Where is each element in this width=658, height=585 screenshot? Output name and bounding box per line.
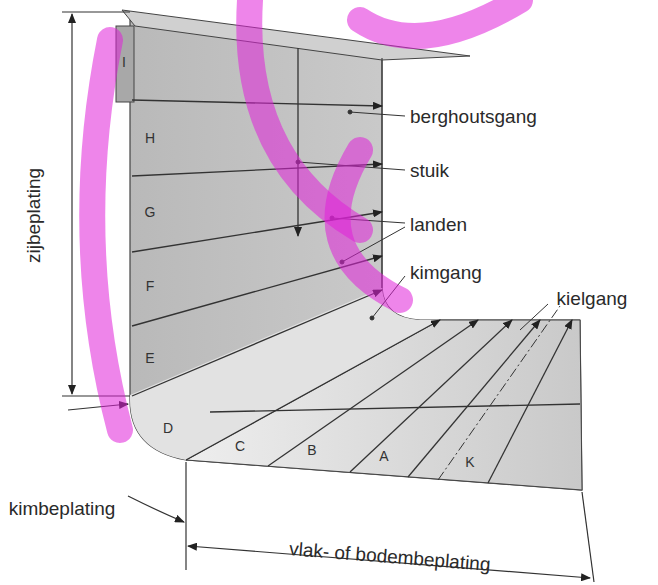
part-label: kielgang xyxy=(557,289,628,308)
strake-lines xyxy=(132,100,580,483)
dimension-label: vlak- of bodembeplating xyxy=(289,539,492,574)
watermark xyxy=(92,0,520,430)
strake-letter: H xyxy=(145,131,155,145)
strake-letter: C xyxy=(235,439,245,453)
strake-letter: K xyxy=(465,455,474,469)
dimension-lines xyxy=(62,12,594,582)
dimension-label: zijbeplating xyxy=(25,167,44,262)
part-label: kimgang xyxy=(410,263,482,282)
strake-letter: D xyxy=(163,421,173,435)
wall-edge xyxy=(381,58,382,288)
hull-plating xyxy=(130,12,582,490)
part-label: kimbeplating xyxy=(9,499,116,518)
strake-letter: F xyxy=(146,279,155,293)
strake-letter: I xyxy=(122,55,126,69)
part-label: stuik xyxy=(410,161,449,180)
strake-letter: E xyxy=(145,351,154,365)
leader-lines xyxy=(296,110,548,330)
strake-letter: B xyxy=(307,443,316,457)
strake-letter: A xyxy=(379,449,388,463)
strake-letter: G xyxy=(145,205,156,219)
part-label: berghoutsgang xyxy=(410,107,537,126)
part-label: landen xyxy=(410,215,467,234)
butt-line xyxy=(297,48,298,236)
